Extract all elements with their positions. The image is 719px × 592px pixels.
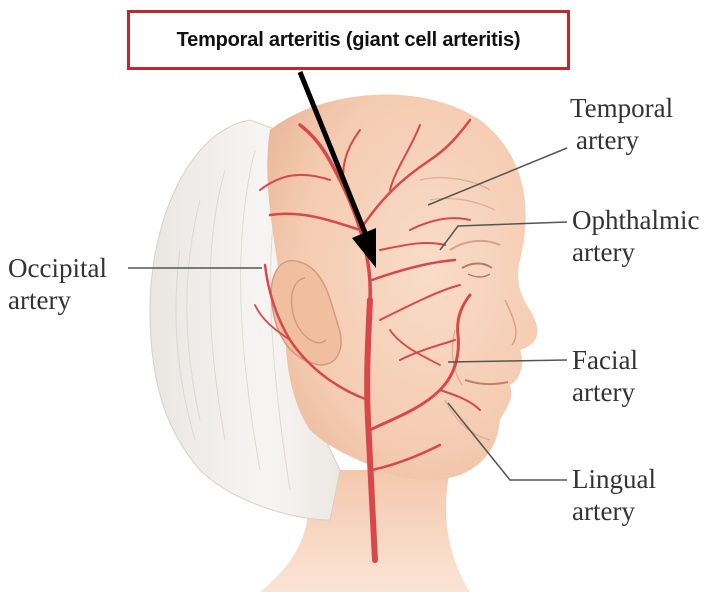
label-ophthalmic-line2: artery — [572, 236, 699, 268]
label-occipital-artery: Occipital artery — [8, 252, 107, 316]
title-box: Temporal arteritis (giant cell arteritis… — [127, 10, 570, 70]
label-facial-artery: Facial artery — [572, 344, 638, 408]
label-facial-line1: Facial — [572, 344, 638, 376]
label-temporal-line2: artery — [570, 124, 673, 156]
label-occipital-line2: artery — [8, 284, 107, 316]
label-ophthalmic-artery: Ophthalmic artery — [572, 204, 699, 268]
label-occipital-line1: Occipital — [8, 252, 107, 284]
diagram-title: Temporal arteritis (giant cell arteritis… — [177, 29, 521, 52]
label-lingual-line2: artery — [572, 495, 656, 527]
label-temporal-artery: Temporal artery — [570, 92, 673, 156]
label-temporal-line1: Temporal — [570, 92, 673, 124]
label-lingual-line1: Lingual — [572, 463, 656, 495]
label-lingual-artery: Lingual artery — [572, 463, 656, 527]
label-ophthalmic-line1: Ophthalmic — [572, 204, 699, 236]
label-facial-line2: artery — [572, 376, 638, 408]
